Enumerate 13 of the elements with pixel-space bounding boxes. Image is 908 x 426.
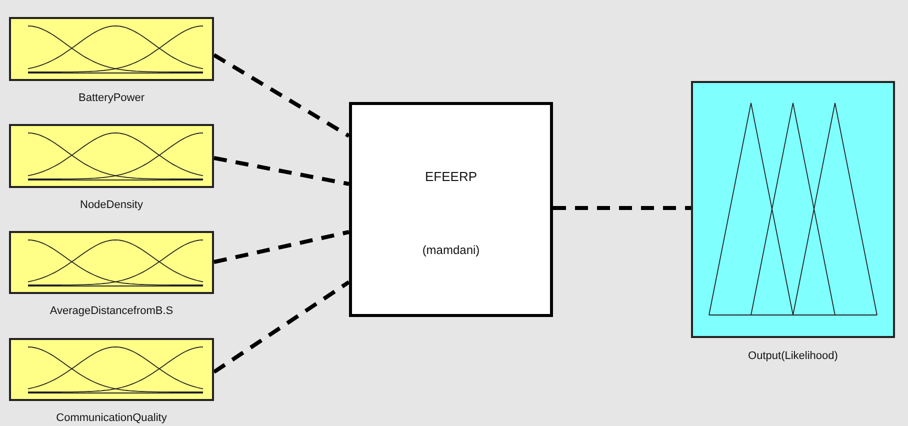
variable-name: AverageDistancefromB.S (50, 304, 174, 319)
variable-name: Output(Likelihood) (748, 349, 838, 364)
system-box (349, 102, 553, 317)
variable-name: BatteryPower (78, 91, 145, 106)
system-name: EFEERP (424, 168, 477, 186)
variable-name: CommunicationQuality (56, 411, 167, 426)
dashed-connector (214, 156, 350, 186)
variable-name: NodeDensity (80, 198, 143, 213)
dashed-connector (553, 206, 691, 210)
inference-type: (mamdani) (422, 242, 480, 258)
dashed-connector (214, 230, 350, 264)
dashed-connector (212, 280, 350, 374)
dashed-connector (212, 53, 350, 138)
